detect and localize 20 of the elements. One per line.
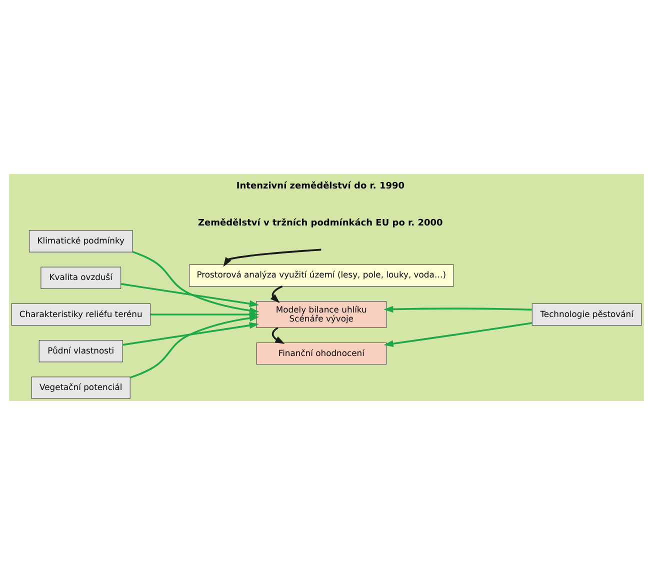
arrow xyxy=(120,283,260,307)
arrow xyxy=(130,314,260,378)
label: Zemědělství v tržních podmínkách EU po r. 2000 xyxy=(198,218,443,228)
node-box: Technologie pěstování xyxy=(532,303,642,326)
arrow xyxy=(223,248,322,267)
arrow xyxy=(270,286,283,304)
node-box: Vegetační potenciál xyxy=(31,376,130,399)
arrow xyxy=(384,306,532,313)
label: Intenzivní zemědělství do r. 1990 xyxy=(236,182,405,192)
node-box: Kvalita ovzduší xyxy=(40,266,122,289)
node-box: Charakteristiky reliéfu terénu xyxy=(11,303,151,326)
arrow xyxy=(132,250,260,314)
node-box: Půdní vlastnosti xyxy=(38,340,123,362)
node-box: Finanční ohodnocení xyxy=(256,342,387,365)
arrow xyxy=(122,322,260,346)
arrow xyxy=(272,327,285,344)
arrow xyxy=(384,322,532,347)
node-box: Klimatické podmínky xyxy=(28,230,133,252)
node-box: Prostorová analýza využití území (lesy, pole, louky, voda…) xyxy=(188,264,454,287)
node-box: Modely bilance uhlíku Scénáře vývoje xyxy=(256,301,387,328)
